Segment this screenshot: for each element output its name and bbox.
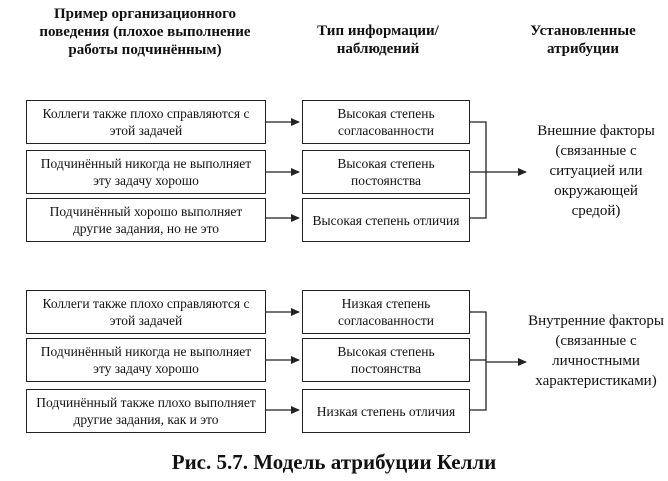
g2-example-3: Подчинённый также плохо выполняет другие… xyxy=(26,389,266,433)
g2-info-1: Низкая степень согласованности xyxy=(302,290,470,334)
g2-attribution: Внутренние факторы (связанные с личностн… xyxy=(528,313,664,389)
g1-example-1: Коллеги также плохо справляются с этой з… xyxy=(26,100,266,144)
g2-example-1: Коллеги также плохо справляются с этой з… xyxy=(26,290,266,334)
g1-example-3: Подчинённый хорошо выполняет другие зада… xyxy=(26,198,266,242)
bracket-g1 xyxy=(470,121,487,219)
header-info-type: Тип информации/ наблюдений xyxy=(317,23,439,57)
figure-caption: Рис. 5.7. Модель атрибуции Келли xyxy=(171,450,497,474)
g1-example-2: Подчинённый никогда не выполняет эту зад… xyxy=(26,150,266,194)
g1-info-1: Высокая степень согласованности xyxy=(302,100,470,144)
bracket-g2 xyxy=(470,311,487,411)
g1-attribution: Внешние факторы (связанные с ситуацией и… xyxy=(537,123,655,219)
header-example: Пример организационного поведения (плохо… xyxy=(39,6,251,58)
g1-info-2: Высокая степень постоянства xyxy=(302,150,470,194)
header-attribution: Установленные атрибуции xyxy=(530,23,636,57)
g2-info-3: Низкая степень отличия xyxy=(302,389,470,433)
g2-info-2: Высокая степень постоянства xyxy=(302,338,470,382)
g1-info-3: Высокая степень отличия xyxy=(302,198,470,242)
g2-example-2: Подчинённый никогда не выполняет эту зад… xyxy=(26,338,266,382)
